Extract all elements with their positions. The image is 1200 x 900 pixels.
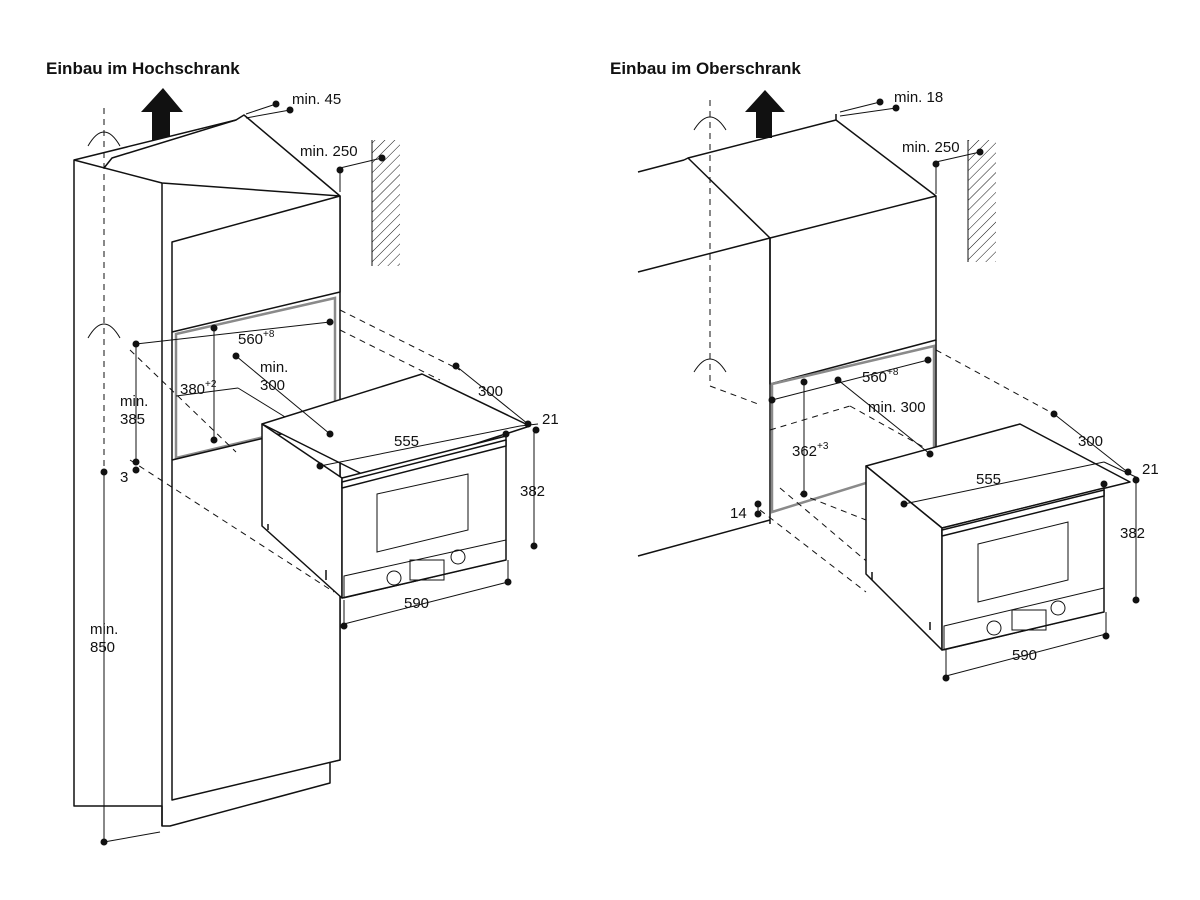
dim-niche-height: 362+3	[792, 441, 829, 460]
knob-icon	[450, 549, 466, 565]
dim-floor-height-line2: 385	[120, 411, 145, 428]
dim-niche-depth-line1: min.	[260, 359, 288, 376]
dim-device-height: 382	[1120, 525, 1145, 542]
dim-device-height: 382	[520, 483, 545, 500]
dim-cabinet-height-line1: min.	[90, 621, 118, 638]
panel-wall-cabinet: Einbau im Oberschrank	[610, 59, 1159, 682]
dim-device-width: 555	[394, 433, 419, 450]
dim-niche-width: 560+8	[862, 367, 899, 386]
device-left	[261, 373, 531, 599]
dim-front-depth: 21	[542, 411, 559, 428]
dimension-dots	[100, 100, 540, 846]
dim-niche-width: 560+8	[238, 329, 275, 348]
device-right	[865, 423, 1131, 651]
panel-title: Einbau im Hochschrank	[46, 59, 240, 78]
dim-device-width: 555	[976, 471, 1001, 488]
dimension-dots	[754, 98, 1140, 682]
vent-arrow-icon	[141, 88, 183, 140]
dim-device-depth: 300	[1078, 433, 1103, 450]
display-panel	[1011, 609, 1047, 631]
dimension-labels: min. 18 min. 250 560+8 min. 300 362+3 14…	[730, 89, 1159, 664]
dashed-guides	[103, 108, 501, 593]
dashed-guides	[709, 100, 1105, 621]
dim-cabinet-height-line2: 850	[90, 639, 115, 656]
dim-wall-clearance: min. 250	[902, 139, 960, 156]
dim-floor-height-line1: min.	[120, 393, 148, 410]
dimension-lines	[757, 101, 1139, 678]
wall-hatch	[967, 140, 996, 262]
dim-wall-clearance: min. 250	[300, 143, 358, 160]
vent-arrow-icon	[745, 90, 785, 138]
knob-icon	[386, 570, 402, 586]
dim-top-clearance: min. 45	[292, 91, 341, 108]
panel-title: Einbau im Oberschrank	[610, 59, 801, 78]
knob-icon	[1050, 600, 1066, 616]
dim-gap: 14	[730, 505, 747, 522]
knob-icon	[986, 620, 1002, 636]
hinge-symbols	[87, 131, 121, 339]
dimension-lines	[103, 103, 539, 843]
dim-top-clearance: min. 18	[894, 89, 943, 106]
display-panel	[409, 559, 445, 581]
dim-gap: 3	[120, 469, 128, 486]
dimension-labels: min. 45 min. 250 560+8 380+2 min. 300 mi…	[90, 91, 559, 656]
dim-niche-depth: min. 300	[868, 399, 926, 416]
panel-tall-cabinet: Einbau im Hochschrank	[46, 59, 559, 846]
dim-device-depth: 300	[478, 383, 503, 400]
dim-front-width: 590	[404, 595, 429, 612]
dim-front-width: 590	[1012, 647, 1037, 664]
dim-niche-depth-line2: 300	[260, 377, 285, 394]
dim-front-depth: 21	[1142, 461, 1159, 478]
dim-niche-height: 380+2	[180, 379, 217, 398]
wall-hatch	[371, 140, 400, 266]
